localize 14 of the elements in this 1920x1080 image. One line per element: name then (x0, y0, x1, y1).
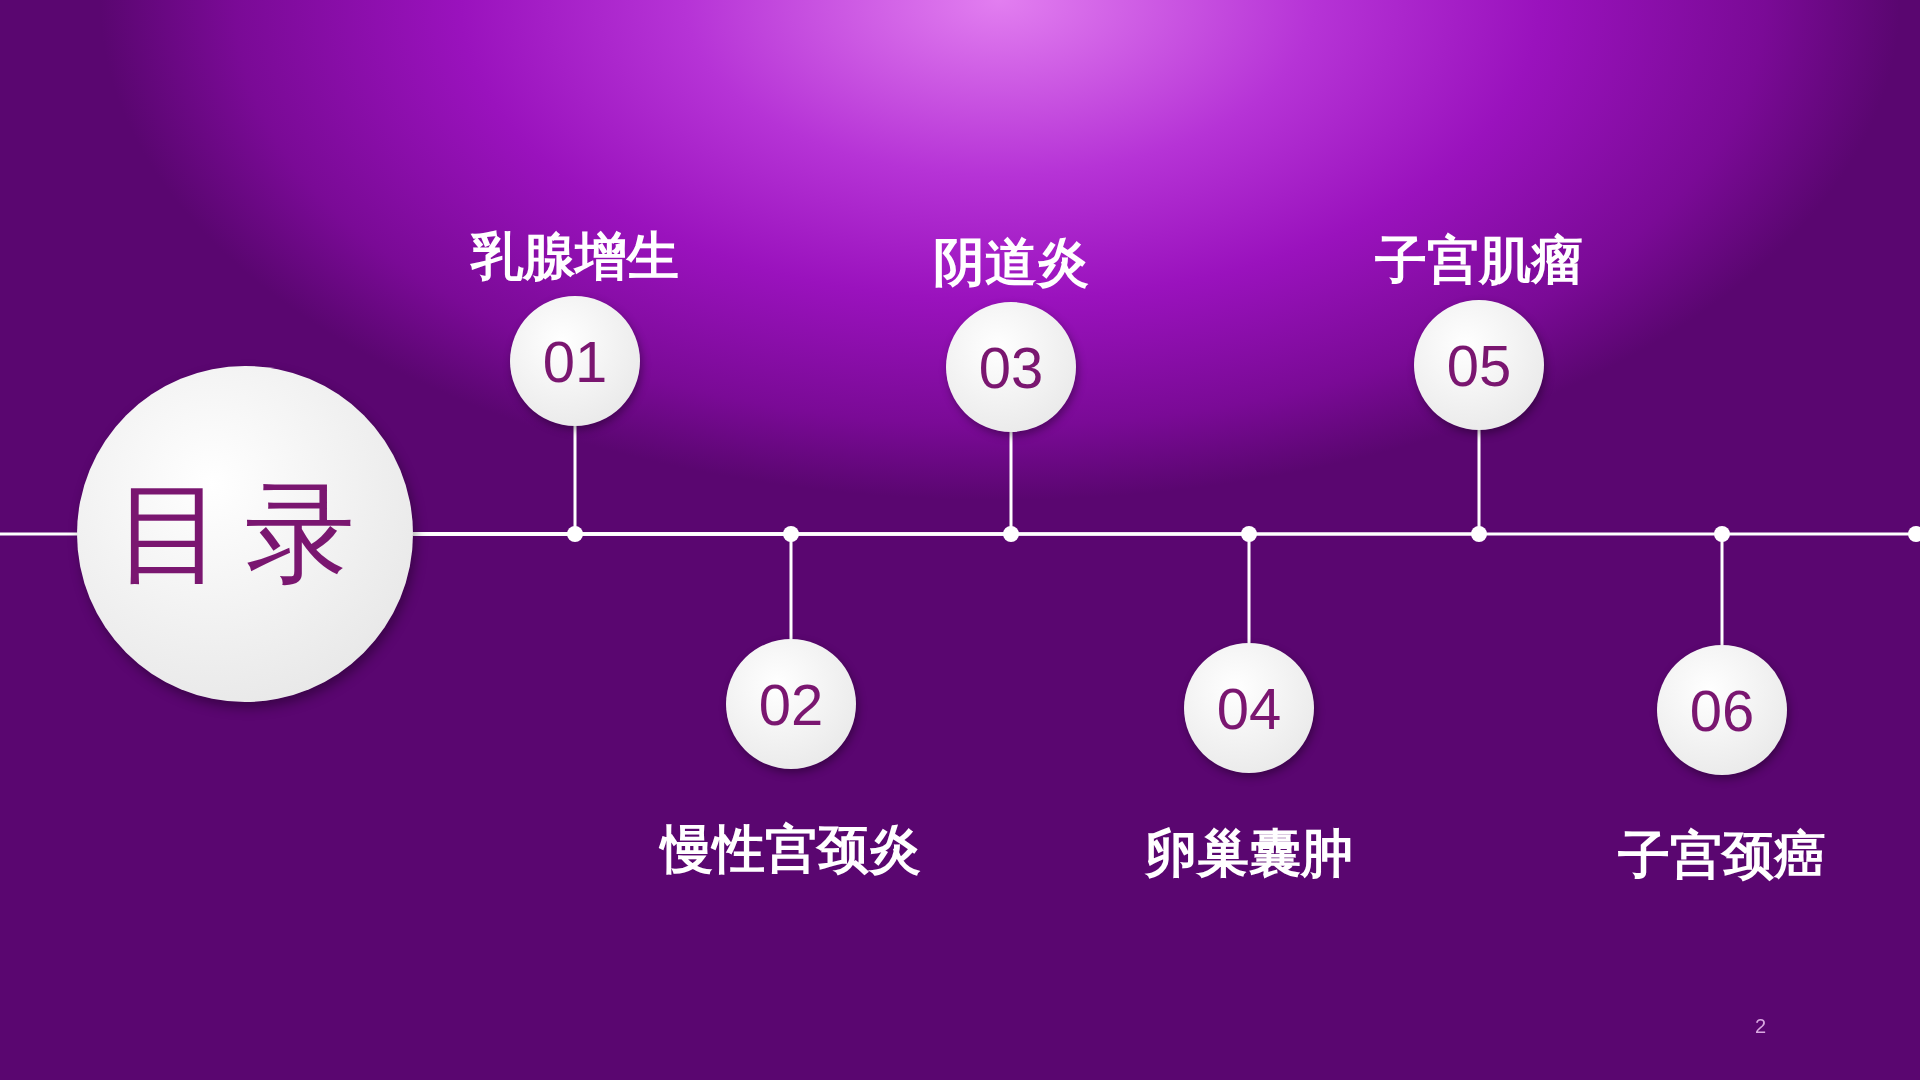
number-circle: 05 (1414, 300, 1544, 430)
section-heading: 乳腺增生 (471, 224, 679, 288)
page-number: 2 (1755, 1015, 1767, 1038)
section-heading: 慢性宫颈炎 (661, 817, 921, 881)
number-circle: 04 (1184, 643, 1314, 773)
number-circle: 01 (510, 296, 640, 426)
section-heading: 子宫颈癌 (1618, 823, 1826, 887)
section-heading: 阴道炎 (933, 230, 1089, 294)
section-heading: 子宫肌瘤 (1375, 228, 1583, 292)
section-heading: 卵巢囊肿 (1145, 821, 1353, 885)
title-circle: 目录 (77, 366, 413, 702)
number-circle: 06 (1657, 645, 1787, 775)
number-circle: 03 (946, 302, 1076, 432)
number-circle: 02 (726, 639, 856, 769)
